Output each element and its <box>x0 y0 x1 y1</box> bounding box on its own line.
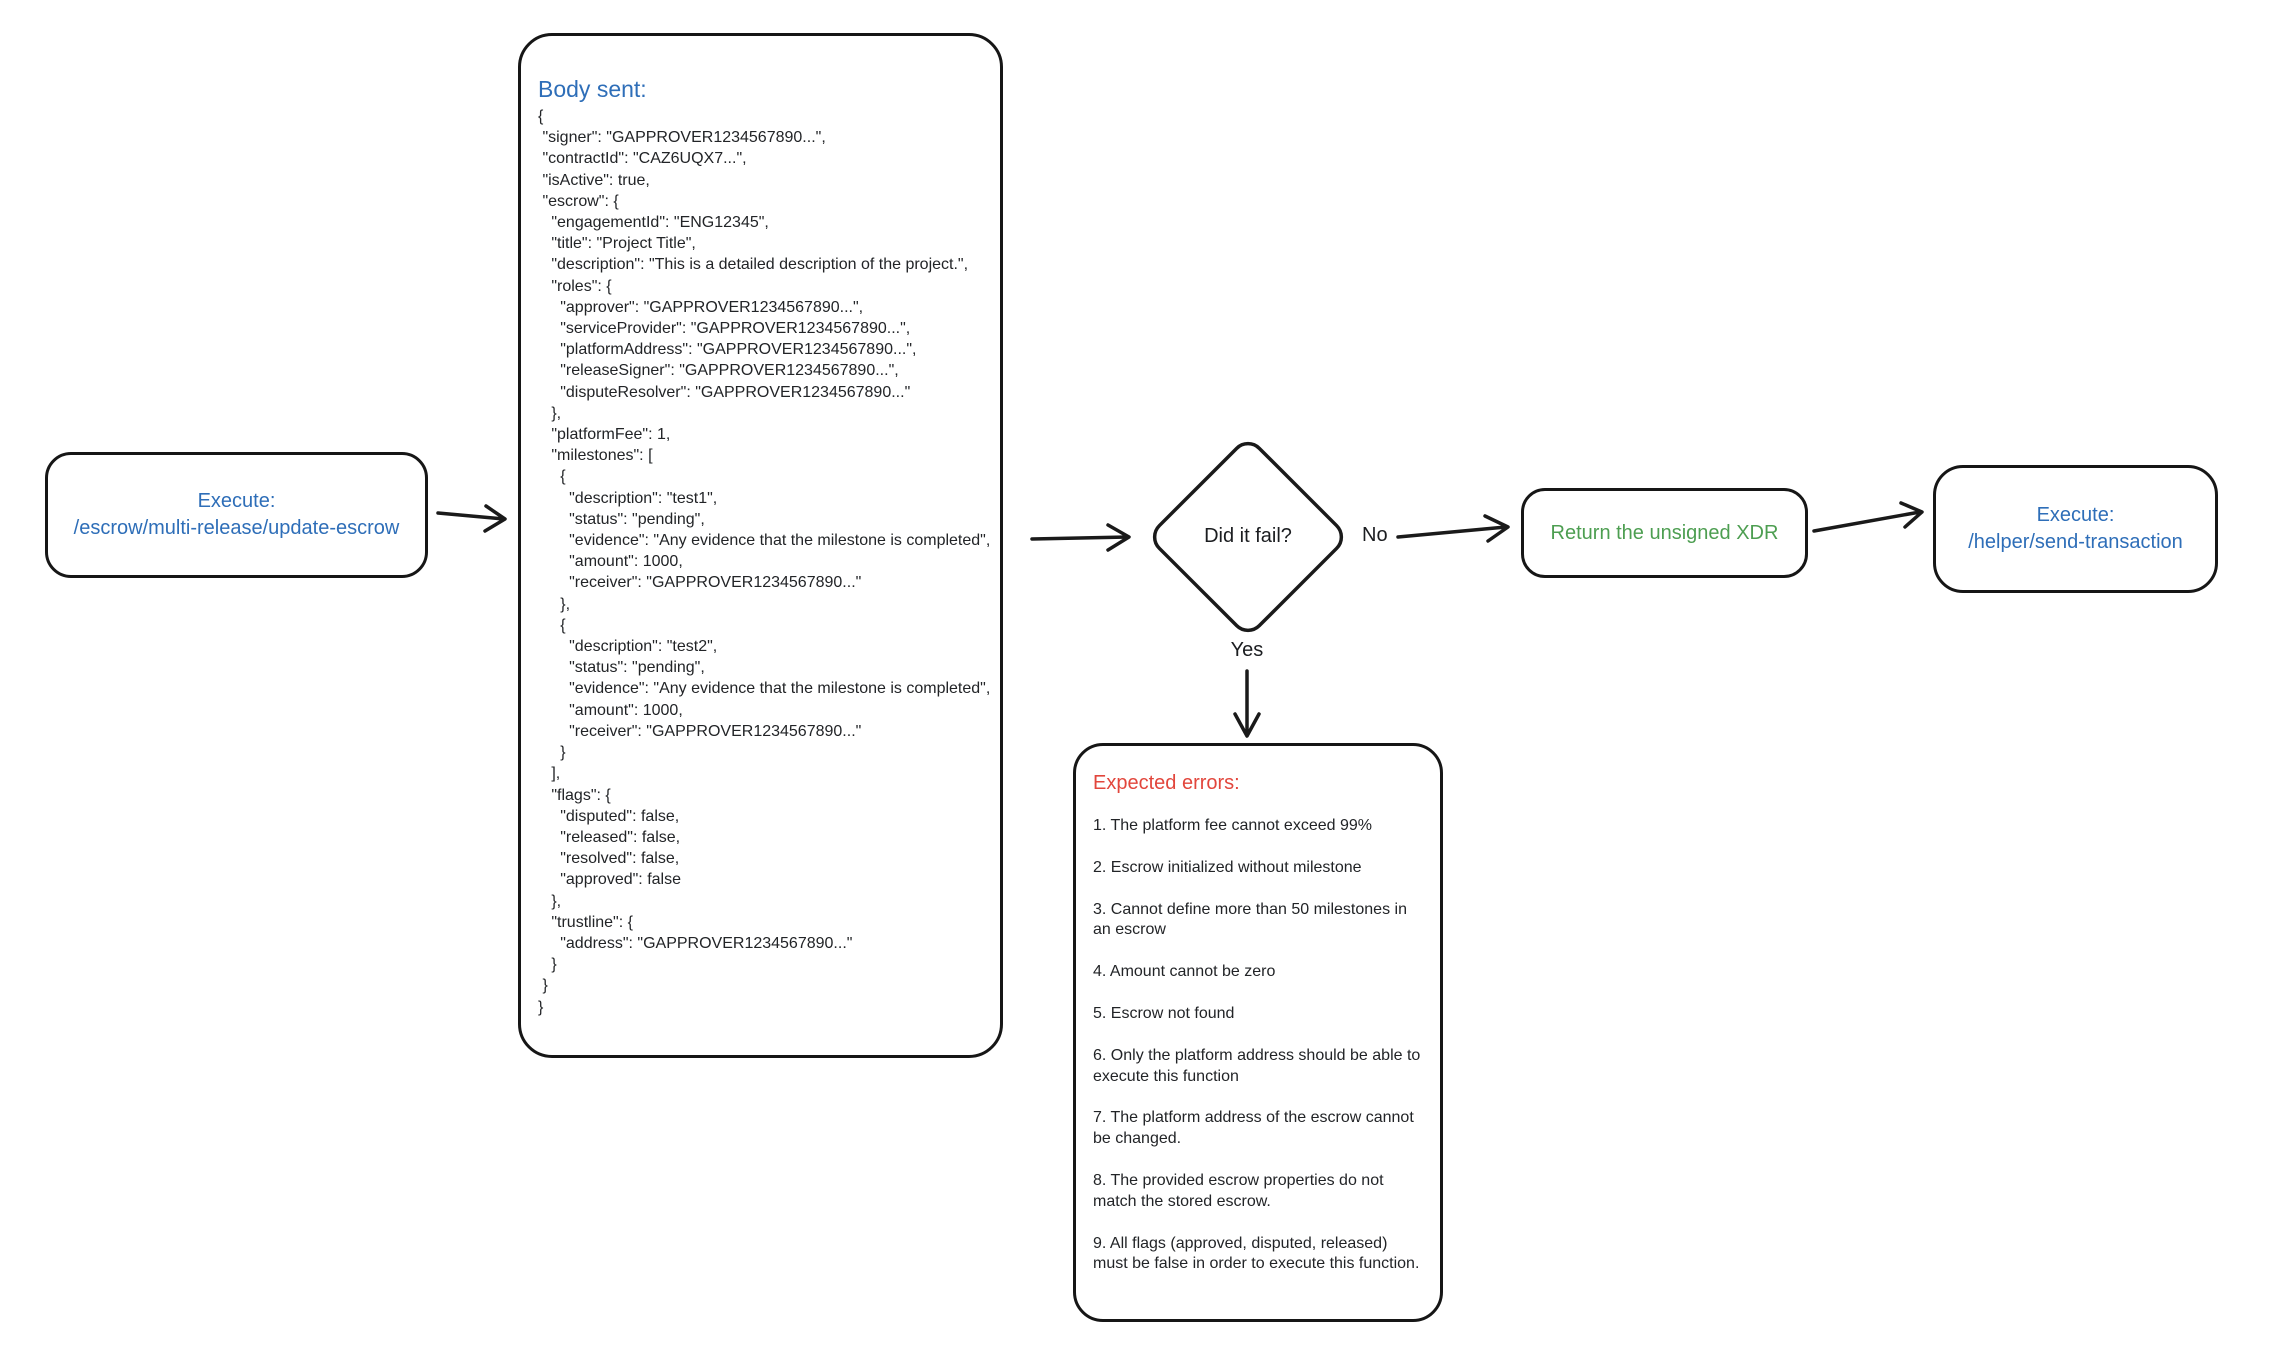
decision-label: Did it fail? <box>1204 525 1292 547</box>
expected-errors-node: Expected errors: 1. The platform fee can… <box>1073 743 1443 1322</box>
expected-errors-list: 1. The platform fee cannot exceed 99% 2.… <box>1093 816 1425 1296</box>
error-item: 7. The platform address of the escrow ca… <box>1093 1109 1414 1148</box>
error-item: 3. Cannot define more than 50 milestones… <box>1093 900 1407 939</box>
body-sent-node: Body sent: { "signer": "GAPPROVER1234567… <box>518 33 1003 1058</box>
expected-errors-title: Expected errors: <box>1093 772 1240 794</box>
body-sent-title: Body sent: <box>538 76 647 102</box>
decision-yes-label: Yes <box>1230 639 1264 661</box>
error-item: 1. The platform fee cannot exceed 99% <box>1093 817 1372 834</box>
arrow-start-to-body <box>436 504 507 533</box>
arrow-return-xdr-to-send-tx <box>1812 501 1924 533</box>
start-node-label-line2: /escrow/multi-release/update-escrow <box>73 517 400 539</box>
arrow-yes-to-errors <box>1233 669 1261 738</box>
send-transaction-label-line1: Execute: <box>2036 504 2115 526</box>
error-item: 6. Only the platform address should be a… <box>1093 1046 1421 1085</box>
arrow-no-to-return-xdr <box>1396 514 1510 543</box>
send-transaction-label-line2: /helper/send-transaction <box>1968 531 2183 553</box>
send-transaction-node: Execute: /helper/send-transaction <box>1933 465 2218 593</box>
error-item: 9. All flags (approved, disputed, releas… <box>1093 1234 1420 1273</box>
start-node: Execute: /escrow/multi-release/update-es… <box>45 452 428 578</box>
error-item: 2. Escrow initialized without milestone <box>1093 858 1362 876</box>
error-item: 4. Amount cannot be zero <box>1093 963 1276 981</box>
start-node-label-line1: Execute: <box>197 490 276 512</box>
body-sent-json: { "signer": "GAPPROVER1234567890...", "c… <box>538 108 991 1016</box>
return-xdr-label: Return the unsigned XDR <box>1550 521 1779 544</box>
error-item: 8. The provided escrow properties do not… <box>1093 1171 1384 1210</box>
return-xdr-node: Return the unsigned XDR <box>1521 488 1808 578</box>
arrow-body-to-decision <box>1030 523 1131 552</box>
decision-no-label: No <box>1362 524 1388 546</box>
error-item: 5. Escrow not found <box>1093 1004 1235 1022</box>
